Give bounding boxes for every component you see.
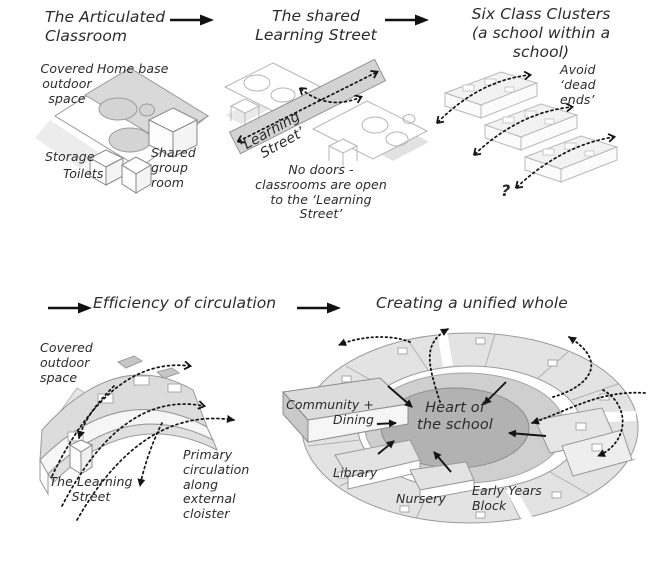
label-home-base: Home base <box>97 61 169 76</box>
label-early-years-block: Early Years Block <box>472 483 542 513</box>
class-clusters-drawing <box>435 60 619 210</box>
flow-arrow-icon <box>48 302 92 314</box>
classroom-isometric <box>35 67 209 194</box>
label-nursery: Nursery <box>396 491 446 506</box>
cluster-route-arrows <box>438 75 614 187</box>
panel4-title: Efficiency of circulation <box>93 294 277 312</box>
panel3-title: Six Class Clusters (a school within a sc… <box>471 5 611 61</box>
panel1-title: The Articulated Classroom <box>45 8 166 45</box>
label-community-dining: Community + Dining <box>286 397 374 427</box>
label-the-learning-street: The Learning Street <box>49 474 133 504</box>
label-covered-outdoor-space-2: Covered outdoor space <box>40 340 93 385</box>
label-primary-circulation: Primary circulation along external clois… <box>183 447 250 521</box>
flow-arrow-icon <box>385 14 429 26</box>
community-dining-slab <box>282 377 410 444</box>
label-question-mark: ? <box>501 181 511 200</box>
label-storage: Storage <box>45 149 95 164</box>
label-library: Library <box>333 465 378 480</box>
nursery-wing <box>409 461 475 501</box>
label-shared-group-room: Shared group room <box>151 145 196 190</box>
early-years-block <box>534 407 633 477</box>
learning-street-drawing <box>223 58 429 168</box>
panel5-title: Creating a unified whole <box>376 294 568 312</box>
circular-school-ring <box>282 331 639 524</box>
learning-street-band <box>228 58 387 155</box>
flow-arrow-icon <box>170 14 214 26</box>
arrows-to-heart <box>376 381 547 473</box>
unified-whole-drawing <box>282 328 646 524</box>
curved-cluster-band <box>39 355 218 496</box>
circulation-arrows <box>51 365 235 521</box>
label-toilets: Toilets <box>63 166 104 181</box>
label-heart-of-school: Heart of the school <box>417 400 493 434</box>
library-wing <box>334 439 421 490</box>
label-no-doors-caption: No doors - classrooms are open to the ‘L… <box>255 162 387 222</box>
articulated-classroom-drawing <box>35 67 209 194</box>
label-avoid-dead-ends: Avoid ‘dead ends’ <box>560 62 596 107</box>
outward-circulation-arrows <box>338 328 646 457</box>
circulation-drawing <box>39 355 235 521</box>
flow-arrow-icon <box>297 302 341 314</box>
panel2-title: The shared Learning Street <box>255 7 377 44</box>
label-covered-outdoor-space: Covered outdoor space <box>40 61 94 106</box>
